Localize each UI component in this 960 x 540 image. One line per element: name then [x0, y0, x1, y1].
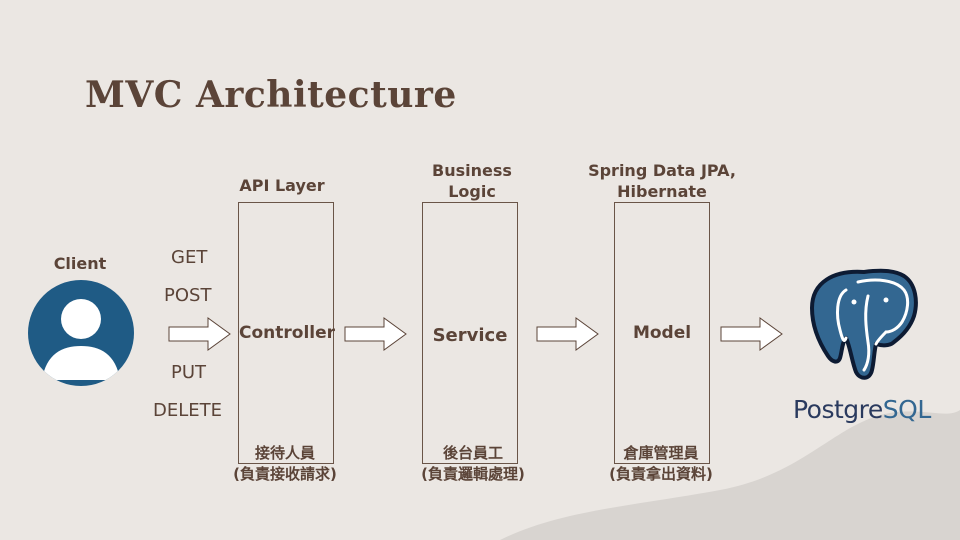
model-caption: 倉庫管理員 (負責拿出資料): [591, 443, 731, 485]
method-post: POST: [164, 285, 212, 306]
controller-desc: (負責接收請求): [233, 465, 337, 483]
layer-label-business-logic: Business Logic: [432, 161, 512, 201]
service-label: Service: [432, 325, 508, 346]
arrow-right-icon: [720, 317, 783, 351]
postgresql-wordmark: PostgreSQL: [793, 395, 931, 424]
layer-label-api: API Layer: [239, 176, 325, 195]
page-title: MVC Architecture: [85, 74, 457, 116]
service-role: 後台員工: [442, 444, 503, 462]
model-desc: (負責拿出資料): [609, 465, 713, 483]
layer-label-spring-data: Spring Data JPA, Hibernate: [588, 161, 736, 201]
method-get: GET: [171, 247, 208, 268]
method-put: PUT: [171, 362, 207, 383]
model-label: Model: [632, 323, 692, 343]
model-box: Model: [614, 202, 710, 464]
method-delete: DELETE: [153, 400, 223, 421]
user-icon: [28, 280, 134, 386]
arrow-right-icon: [344, 317, 407, 351]
arrow-right-icon: [536, 317, 599, 351]
service-box: Service: [422, 202, 518, 464]
service-caption: 後台員工 (負責邏輯處理): [403, 443, 543, 485]
service-desc: (負責邏輯處理): [421, 465, 525, 483]
controller-caption: 接待人員 (負責接收請求): [215, 443, 355, 485]
arrow-right-icon: [168, 317, 231, 351]
postgresql-elephant-icon: [810, 268, 918, 380]
controller-label: Controller: [239, 323, 336, 343]
controller-box: Controller: [238, 202, 336, 464]
client-label: Client: [53, 254, 107, 273]
model-role: 倉庫管理員: [623, 444, 699, 462]
controller-role: 接待人員: [254, 444, 315, 462]
